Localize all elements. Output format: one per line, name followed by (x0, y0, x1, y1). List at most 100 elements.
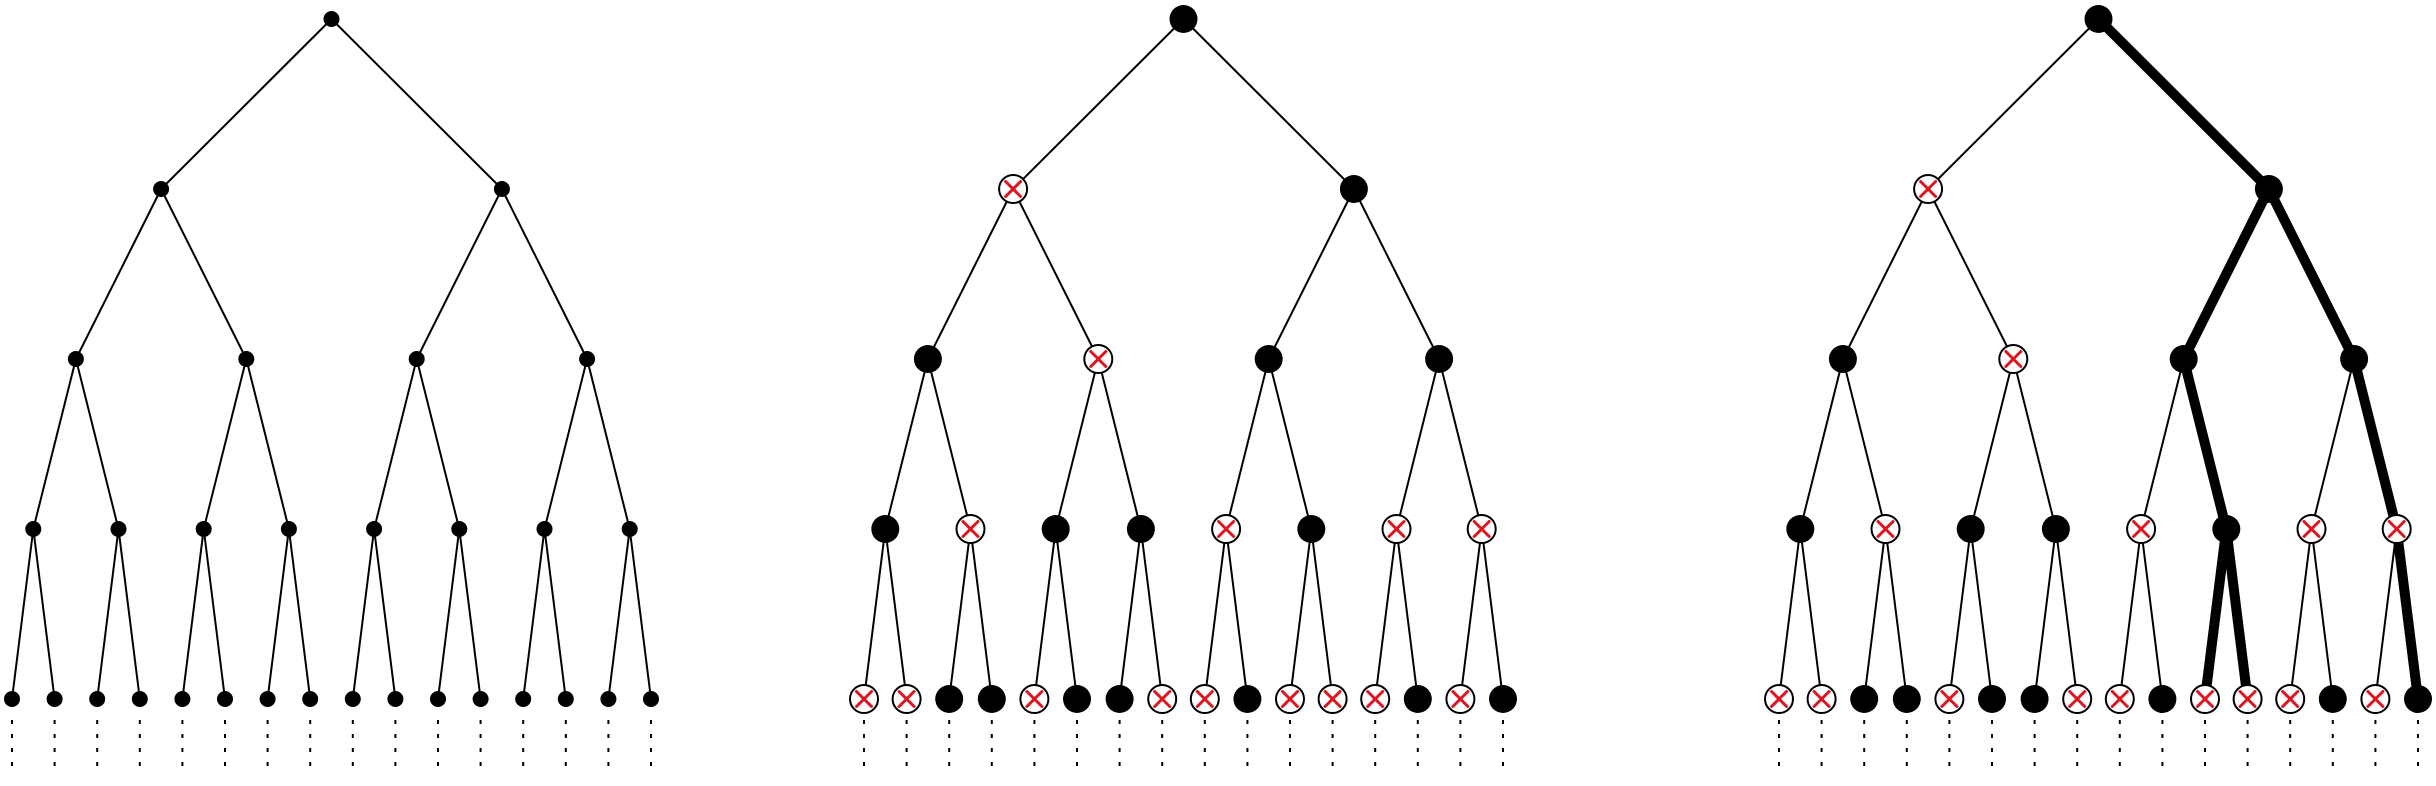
tree-edge (2140, 358, 2185, 530)
tree-node (430, 691, 446, 707)
removed-node-icon (2360, 684, 2391, 714)
tree-edge (2140, 528, 2164, 700)
kept-node (1041, 515, 1070, 543)
tree-edge (522, 528, 546, 700)
kept-node (2340, 345, 2369, 373)
tree-edge (1097, 358, 1142, 530)
tree-edge (628, 528, 652, 700)
highlighted-tree-edge (2093, 14, 2274, 194)
tree-edge (32, 528, 56, 700)
tree-node (217, 691, 233, 707)
removed-node-icon (1764, 684, 1794, 714)
tree-node (259, 691, 276, 707)
kept-node (1892, 685, 1921, 713)
highlighted-tree-edge (2200, 524, 2232, 704)
tree-node (472, 691, 489, 707)
tree-edge (415, 188, 503, 360)
tree-edge (543, 528, 567, 700)
removed-node-icon (849, 684, 879, 714)
tree-edge (1948, 528, 1972, 700)
tree-edge (1927, 18, 2100, 190)
kept-node (2169, 345, 2198, 373)
tree-edge (2310, 528, 2334, 700)
tree-edge (1863, 528, 1887, 700)
kept-node (1425, 345, 1454, 373)
tree-node (536, 521, 553, 537)
tree-panel-unlabeled (4, 11, 659, 772)
tree-edge (1139, 528, 1164, 700)
tree-edge (926, 358, 972, 530)
kept-node (1828, 345, 1857, 373)
tree-node (493, 181, 510, 197)
tree-edge (1459, 528, 1483, 700)
tree-edge (863, 528, 887, 700)
tree-edge (1267, 188, 1355, 360)
kept-node (2404, 685, 2432, 713)
removed-node-icon (2190, 684, 2220, 714)
removed-node-icon (1360, 684, 1391, 714)
tree-node (174, 691, 191, 707)
kept-node (1956, 515, 1985, 543)
cross-mark-stroke (1940, 690, 1959, 708)
cross-mark-stroke (1195, 690, 1214, 708)
tree-edge (202, 528, 226, 700)
tree-node (366, 521, 383, 537)
tree-edge (1884, 528, 1908, 700)
tree-edge (1352, 188, 1441, 360)
kept-node (1063, 685, 1091, 713)
removed-node-icon (2232, 684, 2263, 714)
tree-nodes (849, 5, 1517, 714)
removed-node-icon (1019, 684, 1050, 714)
removed-node-icon (1806, 684, 1837, 714)
tree-edge (245, 358, 290, 530)
tree-edges (863, 18, 1504, 700)
tree-node (46, 691, 63, 707)
tree-node (195, 521, 212, 537)
tree-node (238, 351, 255, 367)
cross-mark-stroke (2132, 520, 2151, 538)
tree-edge (2310, 358, 2356, 530)
kept-node (2254, 175, 2283, 203)
cross-mark-stroke (1323, 690, 1342, 708)
tree-node (25, 521, 42, 537)
tree-node (600, 691, 617, 707)
kept-node (2212, 515, 2241, 543)
cross-mark-stroke (2004, 350, 2023, 368)
cross-mark-stroke (2366, 690, 2385, 708)
cross-mark-stroke (1876, 520, 1895, 538)
highlighted-tree-edge (2391, 524, 2423, 704)
tree-node (153, 181, 170, 197)
tree-edge (2033, 528, 2057, 700)
tree-edge (1118, 528, 1142, 700)
tree-edge (1438, 358, 1483, 530)
highlighted-tree-edge (2178, 184, 2274, 364)
tree-edge (74, 358, 120, 530)
tree-edge (969, 528, 993, 700)
removed-node-icon (891, 684, 922, 714)
tree-node (110, 521, 127, 537)
cross-mark-stroke (2110, 690, 2129, 708)
highlighted-tree-edge (2178, 354, 2232, 534)
tree-edge (202, 358, 248, 530)
tree-edge (266, 528, 290, 700)
cross-mark-stroke (1812, 690, 1831, 708)
tree-node (579, 351, 596, 367)
tree-edge (1054, 528, 1078, 700)
kept-node (913, 345, 942, 373)
removed-node-icon (2275, 684, 2306, 714)
leaf-continuations (11, 720, 652, 772)
cross-mark-stroke (855, 690, 873, 708)
kept-node (2318, 685, 2347, 713)
tree-node (344, 691, 361, 707)
kept-node (871, 515, 900, 543)
kept-node (1126, 515, 1155, 543)
cross-mark-stroke (2302, 520, 2321, 538)
kept-node (1169, 5, 1198, 33)
cross-mark-stroke (1451, 690, 1470, 708)
tree-edge (415, 358, 461, 530)
cross-mark-stroke (1217, 520, 1236, 538)
tree-nodes (4, 11, 659, 707)
tree-edge (884, 358, 929, 530)
removed-node-icon (2062, 684, 2093, 714)
cross-mark-stroke (1770, 690, 1788, 708)
